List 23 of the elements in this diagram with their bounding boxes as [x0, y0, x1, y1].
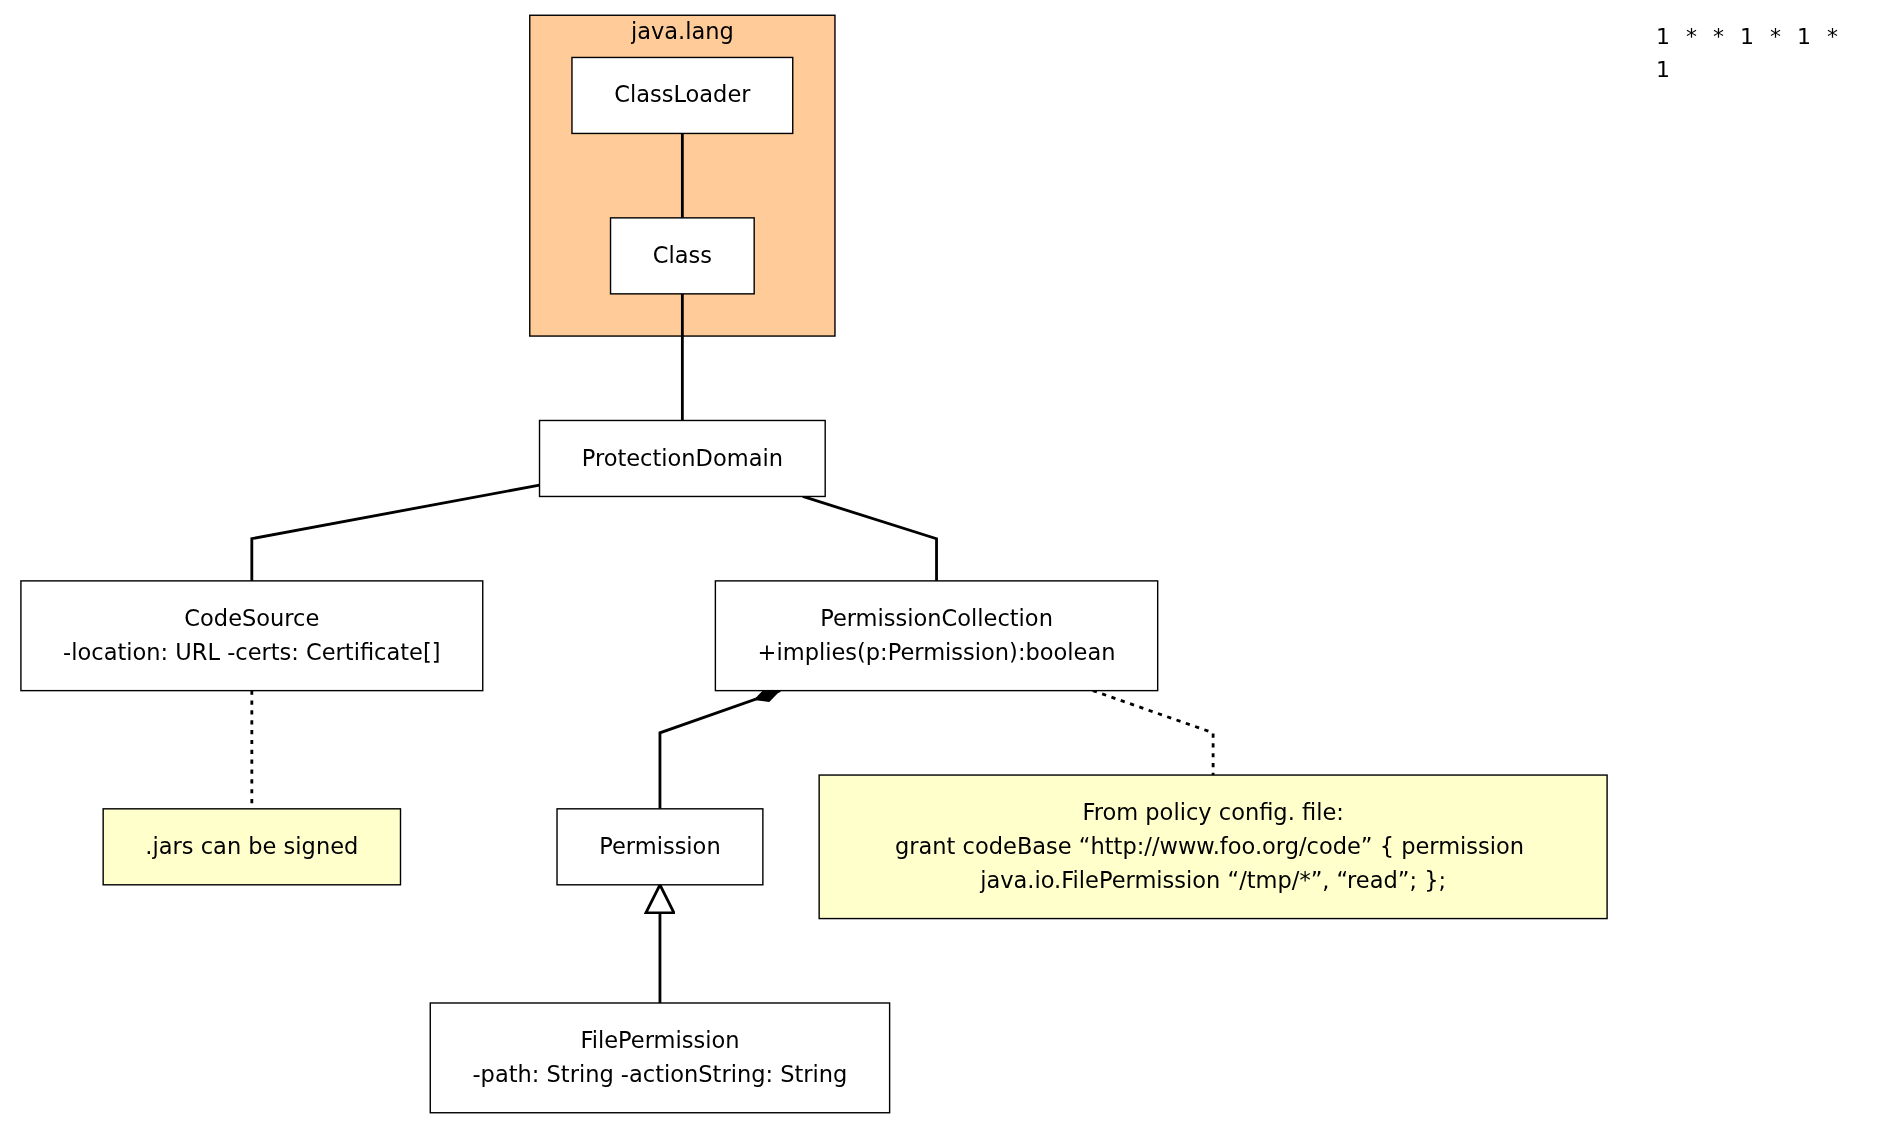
multiplicity-label: 1	[1656, 24, 1670, 49]
connector	[680, 133, 684, 218]
node-box: Permission	[556, 808, 764, 886]
multiplicity-label: 1	[1740, 24, 1754, 49]
node-box: CodeSource -location: URL -certs: Certificate[]	[20, 580, 484, 692]
arrow	[644, 883, 676, 1003]
multiplicity-label: *	[1770, 24, 1781, 49]
node-box: From policy config. file: grant codeBase “http://www.foo.org/code” { permission java.io.FilePermission “/tmp/*”, “read”; };	[818, 774, 1608, 920]
multiplicity-label: 1	[1797, 24, 1811, 49]
node-box: FilePermission -path: String -actionString: String	[429, 1002, 891, 1114]
node-box: Class	[609, 217, 755, 295]
node-box: ProtectionDomain	[538, 419, 826, 498]
multiplicity-label: *	[1686, 24, 1697, 49]
connector	[680, 293, 684, 421]
node-box: ClassLoader	[571, 56, 794, 135]
node-box: PermissionCollection +implies(p:Permission):boolean	[714, 580, 1159, 692]
connector	[1092, 689, 1215, 776]
connector	[802, 495, 938, 581]
multiplicity-label: *	[1827, 24, 1838, 49]
multiplicity-label: *	[1713, 24, 1724, 49]
connector	[250, 483, 540, 581]
node-box: .jars can be signed	[102, 808, 402, 886]
multiplicity-label: 1	[1656, 57, 1670, 82]
